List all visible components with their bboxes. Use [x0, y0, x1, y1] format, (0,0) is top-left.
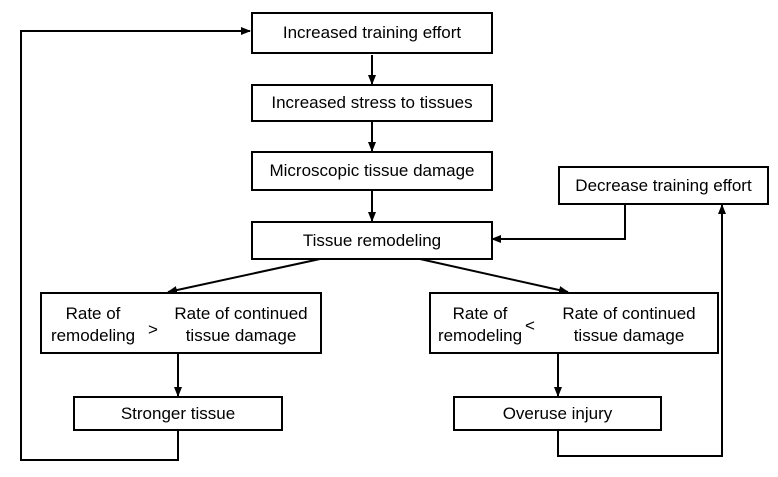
node-increased-training-effort: Increased training effort	[251, 12, 493, 54]
compare-b-line1: Rate of continued	[562, 304, 696, 323]
node-label: Stronger tissue	[120, 403, 236, 423]
arrow-decrease-to-remodeling	[491, 204, 626, 243]
compare-b-line2: tissue damage	[573, 326, 685, 345]
node-label: Increased stress to tissues	[271, 93, 473, 112]
node-label: Microscopic tissue damage	[269, 161, 475, 180]
arrow-stronger-loop-to-effort	[20, 27, 251, 461]
node-microscopic-damage: Microscopic tissue damage	[251, 151, 493, 191]
node-left-comparison: Rate of remodeling > Rate of continued t…	[40, 292, 322, 354]
compare-b-line1: Rate of continued	[174, 304, 308, 323]
node-increased-stress: Increased stress to tissues	[251, 84, 493, 122]
compare-a-line1: Rate of	[452, 304, 508, 323]
arrow-remodeling-to-left-compare	[167, 258, 321, 294]
node-tissue-remodeling: Tissue remodeling	[251, 221, 493, 260]
compare-a-line2: remodeling	[437, 326, 523, 345]
node-overuse-injury: Overuse injury	[453, 396, 662, 431]
compare-a-line1: Rate of	[65, 304, 121, 323]
compare-b-line2: tissue damage	[185, 326, 297, 345]
arrow-remodeling-to-right-compare	[419, 258, 569, 294]
compare-operator: >	[148, 320, 158, 339]
node-label: Tissue remodeling	[302, 230, 442, 250]
compare-operator: <	[525, 316, 535, 335]
node-right-comparison: Rate of remodeling < Rate of continued t…	[429, 292, 719, 354]
arrow-injury-loop-to-decrease	[557, 204, 726, 457]
node-label: Overuse injury	[502, 403, 613, 423]
node-stronger-tissue: Stronger tissue	[73, 396, 283, 431]
node-label: Decrease training effort	[575, 175, 752, 195]
node-label: Increased training effort	[282, 23, 462, 42]
node-decrease-training-effort: Decrease training effort	[558, 166, 769, 205]
compare-a-line2: remodeling	[50, 326, 136, 345]
